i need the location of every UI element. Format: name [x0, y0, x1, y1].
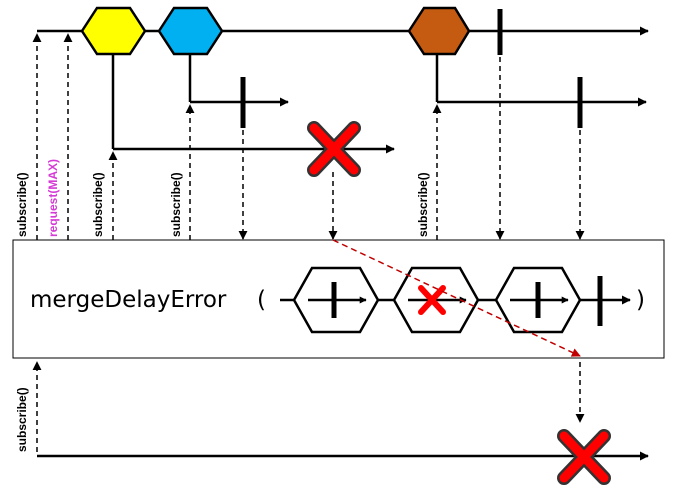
- inner-timeline-error: [111, 40, 395, 177]
- operator-open-paren: (: [257, 287, 266, 313]
- mini-inner-error: [392, 266, 480, 334]
- subscribe-label-3: subscribe(): [169, 172, 183, 237]
- delayed-error-path: [332, 239, 581, 357]
- yellow-item: [80, 6, 147, 56]
- subscribe-arrows-up: [32, 33, 442, 452]
- output-timeline: [37, 429, 649, 485]
- mini-error-x-icon: [418, 285, 446, 315]
- subscribe-label-1: subscribe(): [15, 172, 29, 237]
- operator-name: mergeDelayError: [30, 287, 227, 313]
- output-error-x-icon: [557, 429, 611, 485]
- subscribe-label-4: subscribe(): [416, 172, 430, 237]
- subscribe-label-2: subscribe(): [91, 172, 105, 237]
- operator-close-paren: ): [636, 287, 645, 313]
- blue-item: [157, 6, 224, 56]
- signal-arrows-down: [238, 57, 585, 423]
- inner-error-x-icon: [307, 121, 361, 177]
- mini-inner-complete-1: [292, 266, 380, 334]
- inner-timeline-complete-2: [435, 40, 647, 128]
- request-max-label: request(MAX): [46, 159, 60, 237]
- mini-inner-complete-2: [494, 266, 582, 334]
- operator-box: mergeDelayError ( ): [12, 239, 665, 359]
- orange-item: [407, 6, 471, 56]
- subscribe-label-5: subscribe(): [15, 387, 29, 452]
